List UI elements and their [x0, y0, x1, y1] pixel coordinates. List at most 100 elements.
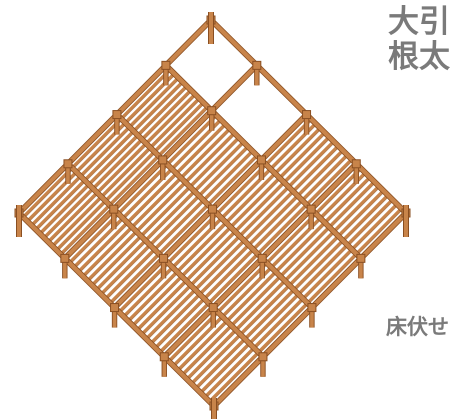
joist-shadow	[88, 232, 138, 283]
joist	[292, 239, 344, 291]
joist	[216, 261, 268, 314]
joint-block	[302, 110, 312, 120]
joist-shadow	[150, 196, 201, 247]
joist	[189, 234, 241, 287]
joist	[99, 243, 152, 296]
joist-shadow	[155, 299, 206, 350]
joist	[190, 333, 242, 385]
joist	[47, 191, 99, 243]
joist-shadow	[185, 134, 236, 184]
joist	[305, 158, 353, 206]
joist	[91, 138, 144, 190]
joist-shadow	[106, 250, 156, 301]
joist-shadow	[343, 196, 390, 243]
joist-shadow	[299, 246, 349, 296]
joist	[188, 136, 240, 188]
joist	[144, 190, 196, 242]
joist	[332, 185, 381, 233]
joist-shadow	[183, 326, 233, 377]
joist	[283, 230, 335, 282]
joist	[181, 324, 233, 376]
joist	[314, 167, 362, 215]
joist	[265, 212, 317, 264]
joist	[166, 212, 219, 264]
joist	[128, 76, 180, 129]
joist	[194, 337, 247, 390]
joist-shadow	[218, 263, 268, 314]
joist	[59, 203, 111, 256]
joist	[273, 126, 322, 175]
joist	[22, 166, 74, 219]
joint-block	[351, 159, 361, 169]
joist	[239, 284, 291, 336]
joist	[117, 163, 169, 215]
joist	[279, 225, 331, 278]
joist-shadow	[200, 246, 250, 296]
joist-shadow	[57, 202, 107, 252]
joist-shadow	[52, 197, 103, 248]
joist-shadow	[167, 116, 218, 167]
joist-shadow	[150, 99, 201, 150]
joist-shadow	[284, 138, 331, 184]
joist-shadow	[128, 272, 179, 323]
joist	[287, 140, 335, 188]
joist	[225, 270, 277, 323]
joist-shadow	[293, 147, 340, 193]
joist	[136, 279, 188, 332]
joint-block	[159, 352, 169, 362]
joist-shadow	[181, 129, 231, 180]
joist-shadow	[101, 246, 152, 296]
joist-shadow	[187, 331, 237, 381]
joist	[323, 176, 371, 224]
joist-shadow	[133, 277, 183, 328]
joist	[87, 134, 139, 186]
joist-shadow	[146, 95, 197, 146]
joist-shadow	[142, 286, 192, 337]
joist-shadow	[36, 181, 86, 232]
joist	[140, 88, 193, 141]
joist	[252, 199, 304, 251]
joist-shadow	[72, 119, 123, 170]
joist-shadow	[196, 340, 247, 390]
joist-shadow	[307, 160, 353, 207]
joist	[256, 203, 308, 256]
joist-shadow	[329, 182, 376, 229]
joist	[42, 187, 95, 239]
joist-shadow	[178, 322, 228, 372]
joist	[337, 189, 385, 238]
joist	[104, 248, 156, 300]
joist-shadow	[190, 138, 240, 189]
joist	[229, 176, 281, 229]
joist	[243, 288, 295, 341]
joist	[108, 252, 161, 305]
joist	[131, 275, 183, 327]
joist	[104, 150, 156, 203]
joist-shadow	[146, 290, 197, 341]
joist	[132, 80, 184, 133]
joist-shadow	[155, 201, 205, 252]
joist	[194, 239, 246, 291]
joist	[158, 301, 210, 354]
joist	[108, 154, 160, 207]
joist-shadow	[227, 272, 277, 323]
joist	[176, 319, 228, 372]
joist-shadow	[160, 304, 210, 354]
joist	[306, 252, 358, 305]
joist-shadow	[101, 148, 152, 199]
joist	[119, 68, 172, 120]
joint-block	[256, 155, 266, 165]
joint-block	[161, 60, 171, 70]
joist-shadow	[119, 263, 170, 314]
joist-shadow	[110, 156, 160, 207]
joist	[167, 310, 219, 363]
joist	[198, 243, 250, 296]
joint-block	[356, 253, 366, 263]
yukabuse-label: 床伏せ	[386, 315, 449, 339]
joist-shadow	[192, 335, 242, 386]
joist	[199, 342, 251, 394]
joint-block	[63, 159, 73, 169]
joist-shadow	[334, 187, 381, 234]
joist	[291, 144, 340, 193]
joist-shadow	[195, 143, 245, 193]
joist	[126, 172, 178, 224]
